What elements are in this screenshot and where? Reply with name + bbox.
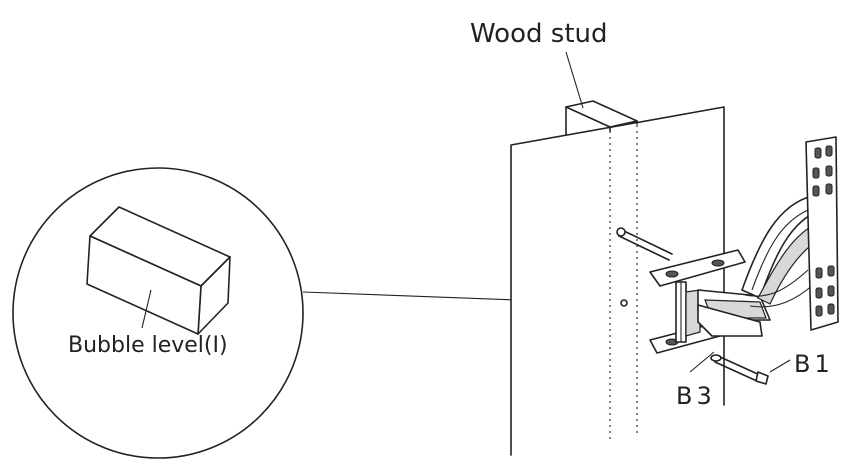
wood-stud-label: Wood stud [470,19,608,49]
b3-label: B3 [676,382,716,410]
bubble-level-block [86,206,231,335]
b3-leader [689,351,715,373]
b1-leader [769,359,791,373]
wood-stud [565,100,638,440]
bubble-level-leader [141,289,152,329]
b1-label: B1 [794,350,834,378]
wood-stud-leader [565,51,584,109]
lower-lag-bolt-b1 [714,355,769,385]
articulating-arm [697,195,821,337]
detail-callout-circle [12,167,304,459]
tv-mounting-plate [805,136,839,331]
washer-b3 [710,354,722,362]
upper-lag-bolt [616,227,673,261]
pilot-hole-marker [620,299,628,307]
bubble-level-label: Bubble level(I) [68,333,228,358]
